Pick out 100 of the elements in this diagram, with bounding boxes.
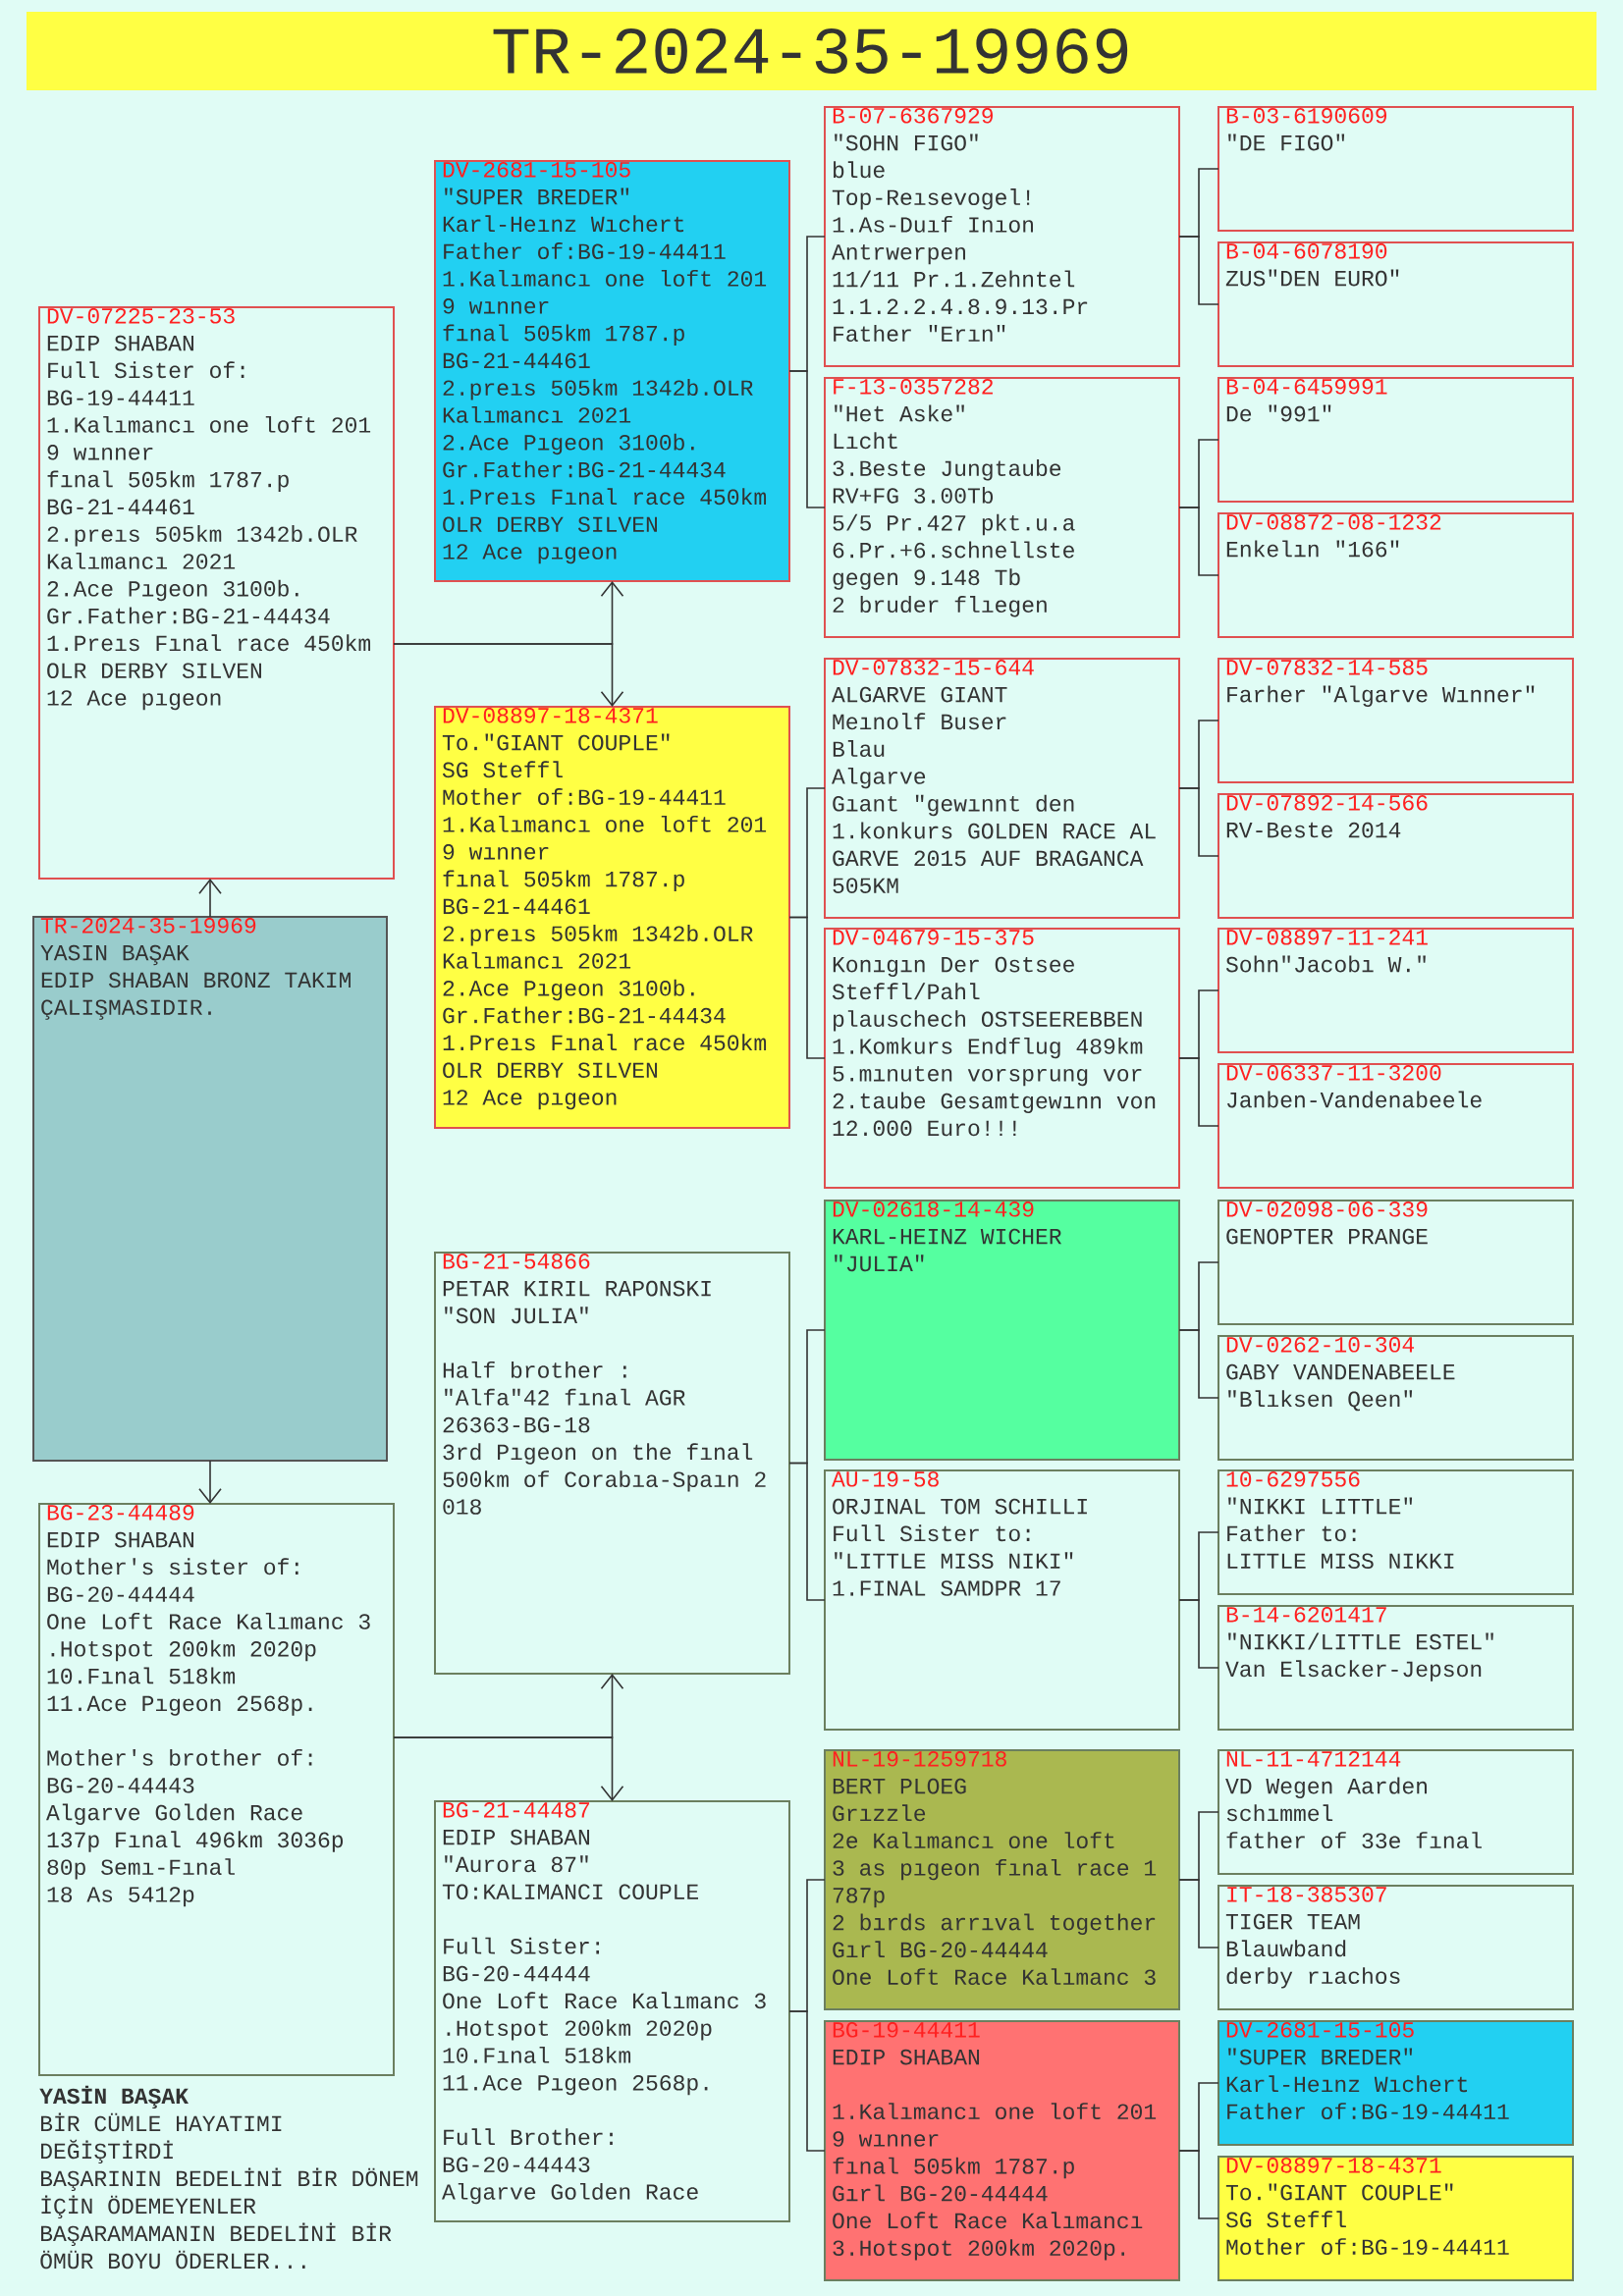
card-text: Father of:BG-19-44411 <box>1227 2103 1509 2119</box>
card-text: BG-20-44443 <box>47 1778 194 1793</box>
card-text: One Loft Race Kalımanc 3 <box>47 1612 370 1629</box>
ring-number: BG-21-44487 <box>443 1802 589 1818</box>
card-text: ÇALIŞMASIDIR. <box>41 999 211 1020</box>
note-text: BİR CÜMLE HAYATIMI <box>41 2112 282 2132</box>
card-text: Full Brother: <box>444 2128 613 2146</box>
connector <box>788 370 826 508</box>
card-text: Antrwerpen <box>832 244 965 265</box>
card-text: Kalımancı 2021 <box>443 405 631 423</box>
card-text: Blau <box>833 740 885 757</box>
card-text: Gr.Father:BG-21-44434 <box>47 607 330 624</box>
pedigree-card <box>434 1800 790 2222</box>
card-text: GENOPTER PRANGE <box>1226 1228 1428 1245</box>
pedigree-card <box>1217 1749 1574 1875</box>
card-text: 5.mınuten vorsprung vor <box>833 1066 1142 1087</box>
card-text: Gr.Father:BG-21-44434 <box>443 460 726 478</box>
card-text: 10.Fınal 518km <box>47 1667 235 1684</box>
ring-number: 10-6297556 <box>1226 1471 1360 1487</box>
card-text: 12.000 Euro!!! <box>833 1120 1016 1137</box>
pedigree-card <box>824 106 1180 367</box>
note-text: BAŞARAMAMANIN BEDELİNİ BİR <box>41 2222 392 2246</box>
ring-number: B-03-6190609 <box>1226 108 1386 124</box>
connector <box>788 2010 826 2152</box>
card-text: 2.Ace Pıgeon 3100b. <box>443 979 694 1001</box>
card-text: 2.preıs 505km 1342b.OLR <box>47 525 357 547</box>
card-text: .Hotspot 200km 2020p <box>51 1639 316 1662</box>
card-text: BERT PLOEG <box>833 1778 966 1794</box>
card-text: 1.As-Duıf Inıon <box>833 215 1033 233</box>
ring-number: DV-08897-18-4371 <box>1226 2158 1441 2173</box>
card-text: "NIKKI/LITTLE ESTEL" <box>1228 1632 1493 1650</box>
card-text: Father of:BG-19-44411 <box>444 242 726 259</box>
card-text: 12 Ace pıgeon <box>443 544 617 564</box>
card-text: 500km of Corabıa-Spaın 2 <box>443 1470 766 1492</box>
ring-number: DV-07832-14-585 <box>1226 660 1428 675</box>
card-text: Grızzle <box>833 1804 926 1822</box>
card-text: PETAR KIRIL RAPONSKI <box>443 1280 711 1297</box>
card-text: To."GIANT COUPLE" <box>1225 2183 1453 2201</box>
card-text: 787p <box>833 1888 885 1908</box>
card-text: Lıcht <box>834 432 897 450</box>
pedigree-card <box>1217 377 1574 503</box>
ring-number: BG-21-54866 <box>443 1254 590 1269</box>
card-text: "Aurora 87" <box>445 1855 588 1873</box>
card-text: Karl-Heınz Wıchert <box>443 215 683 233</box>
card-text: 3.Beste Jungtaube <box>833 459 1061 481</box>
ring-number: NL-11-4712144 <box>1226 1751 1401 1767</box>
card-text: "Alfa"42 fınal AGR <box>445 1388 685 1406</box>
pedigree-card <box>1217 793 1574 919</box>
card-text: fınal 505km 1787.p <box>443 870 684 891</box>
card-text: 2.preıs 505km 1342b.OLR <box>443 379 753 400</box>
card-text: 18 As 5412p <box>47 1887 194 1907</box>
card-text: father of 33e fınal <box>1226 1832 1482 1848</box>
note-text: DEĞİŞTİRDİ <box>41 2139 173 2163</box>
card-text: Steffl/Pahl <box>832 983 980 1000</box>
card-text: 26363-BG-18 <box>443 1416 590 1433</box>
ring-number: TR-2024-35-19969 <box>40 918 256 934</box>
ring-number: B-07-6367929 <box>833 108 993 124</box>
card-text: 9 wınner <box>47 445 153 460</box>
card-text: Kalımancı 2021 <box>443 951 631 969</box>
ring-number: F-13-0357282 <box>834 379 993 395</box>
pedigree-card <box>1217 1885 1574 2010</box>
card-text: BG-20-44443 <box>443 2157 590 2172</box>
card-text: Algarve <box>832 767 926 789</box>
pedigree-card <box>1217 106 1574 232</box>
card-text: 137p Fınal 496km 3036p <box>47 1831 344 1852</box>
card-text: "SUPER BREDER" <box>1228 2048 1413 2065</box>
title: TR-2024-35-19969 <box>493 27 1128 75</box>
card-text: 1.Preıs Fınal race 450km <box>47 634 370 652</box>
card-text: 5/5 Pr.427 pkt.u.a <box>833 513 1075 536</box>
card-text: De "991" <box>1226 404 1331 422</box>
pedigree-card <box>1217 2020 1574 2146</box>
card-text: ALGARVE GIANT <box>832 686 1007 703</box>
card-text: Janben-Vandenabeele <box>1227 1091 1482 1108</box>
card-text: 1.FINAL SAMDPR 17 <box>833 1580 1060 1596</box>
pedigree-card <box>1217 2156 1574 2281</box>
card-text: GARVE 2015 AUF BRAGANCA <box>833 850 1144 867</box>
card-text: 2e Kalımancı one loft <box>833 1832 1114 1848</box>
card-text: 2 bruder flıegen <box>833 596 1047 617</box>
card-text: "Het Aske" <box>835 404 964 422</box>
card-text: BG-20-44444 <box>443 1965 590 1982</box>
note-text: ÖMÜR BOYU ÖDERLER... <box>40 2250 305 2269</box>
connector <box>1178 507 1219 576</box>
card-text: "LITTLE MISS NIKI" <box>835 1552 1073 1569</box>
note-text: İÇİN ÖDEMEYENLER <box>41 2195 256 2218</box>
pedigree-card <box>824 1469 1180 1731</box>
card-text: VD Wegen Aarden <box>1225 1777 1427 1798</box>
pedigree-card <box>434 160 790 582</box>
card-text: 1.konkurs GOLDEN RACE AL <box>833 822 1156 839</box>
card-text: Kalımancı 2021 <box>47 552 236 569</box>
card-text: Meınolf Buser <box>833 713 1006 730</box>
card-text: 9 wınner <box>443 298 549 314</box>
pedigree-card <box>1217 241 1574 367</box>
card-text: BG-21-44461 <box>47 499 194 515</box>
card-text: 12 Ace pıgeon <box>47 690 221 711</box>
card-text: Mother of:BG-19-44411 <box>1226 2238 1509 2255</box>
connector <box>393 1736 624 1801</box>
card-text: blue <box>834 161 885 179</box>
pedigree-card <box>824 928 1180 1189</box>
card-text: 1.Preıs Fınal race 450km <box>443 1034 767 1051</box>
card-text: Full Sister: <box>444 1937 599 1954</box>
